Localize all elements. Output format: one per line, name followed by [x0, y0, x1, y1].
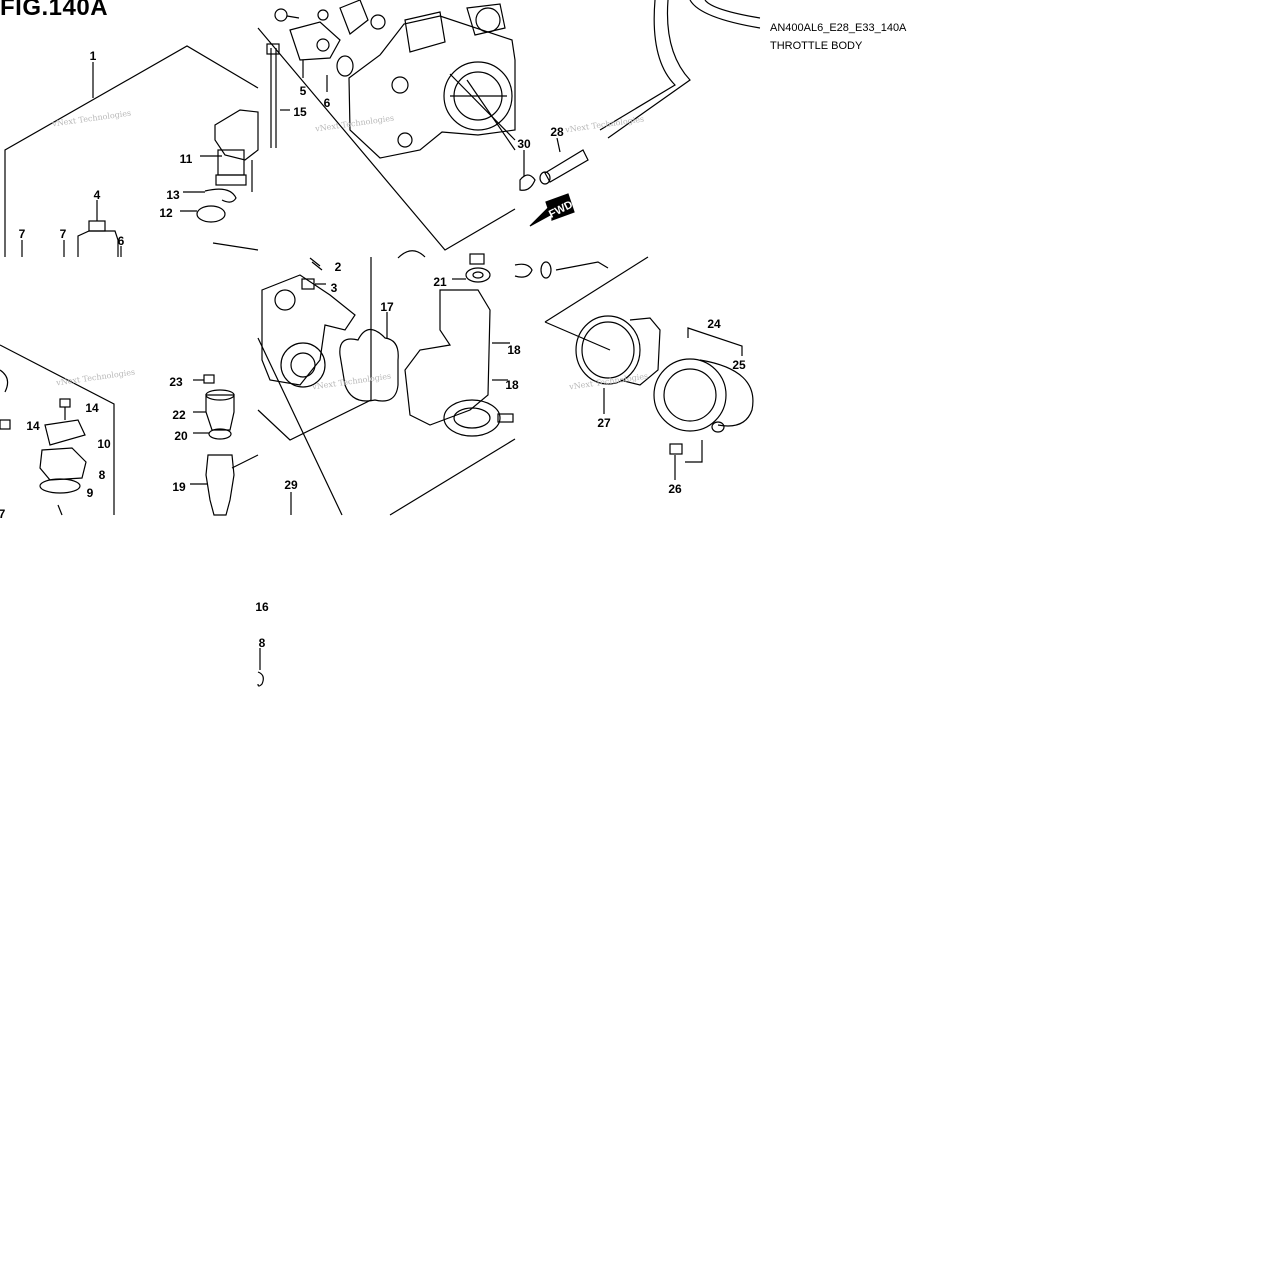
callout-29: 29	[284, 478, 298, 492]
callout-14: 14	[85, 401, 99, 415]
diagram-name: THROTTLE BODY	[770, 40, 863, 52]
callout-17: 17	[380, 300, 394, 314]
callout-30: 30	[517, 137, 531, 151]
callout-6: 6	[324, 96, 331, 110]
throttle-body-part	[257, 0, 516, 251]
callout-20: 20	[174, 429, 188, 443]
bottom-fragment-part	[257, 648, 264, 687]
callout-7: 7	[19, 227, 26, 241]
callout-22: 22	[172, 408, 186, 422]
callout-16: 16	[255, 600, 269, 614]
callout-18: 18	[507, 343, 521, 357]
throttle-cover-part	[544, 256, 754, 480]
callout-8: 8	[99, 468, 106, 482]
callout-12: 12	[159, 206, 173, 220]
throttle-sensor-part	[180, 109, 259, 223]
hose-part	[519, 0, 761, 191]
diagram-code: AN400AL6_E28_E33_140A	[770, 22, 907, 34]
group-outline-left	[4, 45, 259, 257]
callout-9: 9	[87, 486, 94, 500]
watermark-text: vNext Technologies	[55, 368, 136, 388]
callout-21: 21	[433, 275, 447, 289]
callout-3: 3	[331, 281, 338, 295]
watermark-text: vNext Technologies	[564, 115, 645, 135]
divider-line	[212, 242, 259, 251]
fwd-arrow	[529, 193, 575, 227]
callout-11: 11	[180, 152, 193, 166]
callout-23: 23	[169, 375, 183, 389]
watermark-text: vNext Technologies	[568, 372, 649, 392]
callout-8: 8	[259, 636, 266, 650]
callout-10: 10	[97, 437, 111, 451]
callout-24: 24	[707, 317, 721, 331]
callout-2: 2	[335, 260, 342, 274]
injector-part	[0, 344, 292, 516]
gasket-17-part	[339, 312, 399, 402]
callout-14: 14	[26, 419, 40, 433]
callout-7: 7	[0, 507, 6, 521]
callout-15: 15	[293, 105, 307, 119]
callout-13: 13	[166, 188, 180, 202]
callout-6: 6	[118, 234, 125, 248]
callout-7: 7	[60, 227, 67, 241]
callout-1: 1	[90, 49, 97, 63]
callout-19: 19	[172, 480, 186, 494]
callout-18: 18	[505, 378, 519, 392]
injector-holder-part	[257, 257, 372, 516]
callout-27: 27	[597, 416, 611, 430]
watermark-text: vNext Technologies	[314, 114, 395, 134]
callout-26: 26	[668, 482, 682, 496]
callout-4: 4	[94, 188, 101, 202]
watermark-layer: vNext Technologies vNext Technologies vNex…	[51, 109, 649, 392]
watermark-text: vNext Technologies	[51, 109, 132, 129]
callout-28: 28	[550, 125, 564, 139]
sensor-connector-part	[21, 200, 122, 257]
figure-title: FIG.140A	[0, 0, 109, 21]
callout-5: 5	[300, 84, 307, 98]
intake-pipe-part	[389, 250, 609, 516]
callout-25: 25	[732, 358, 746, 372]
